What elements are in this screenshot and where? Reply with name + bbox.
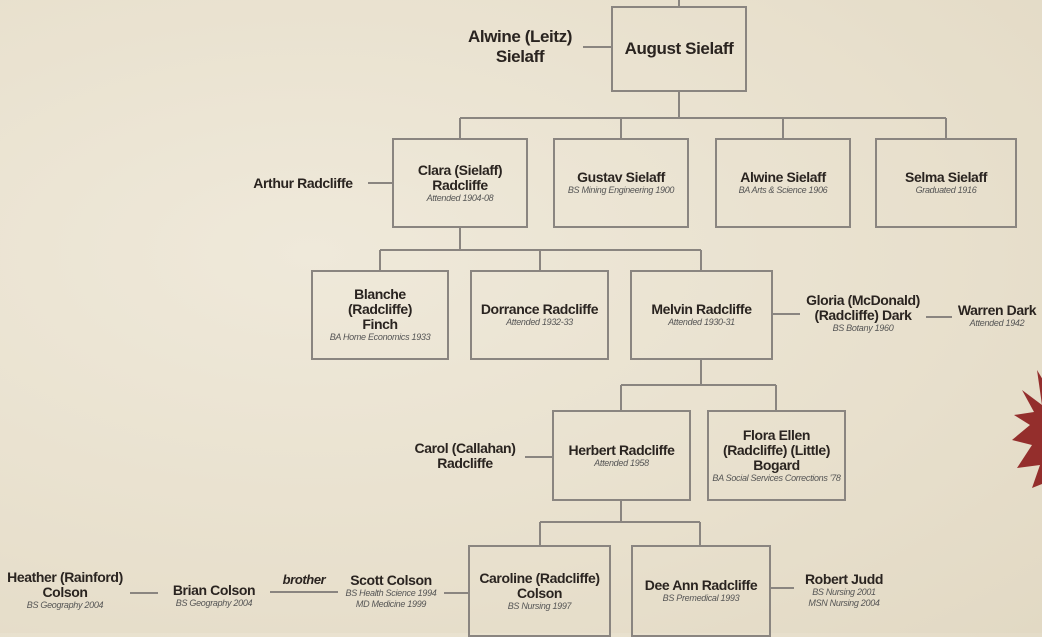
person-note: Attended 1932-33 xyxy=(506,317,573,327)
person-note: BS Premedical 1993 xyxy=(662,593,740,603)
person-box-clara-radcliffe: Clara (Sielaff) Radcliffe Attended 1904-… xyxy=(392,138,528,228)
person-name: Dorrance Radcliffe xyxy=(480,301,599,317)
relation-label-brother: brother xyxy=(270,572,338,587)
person-box-selma-sielaff: Selma Sielaff Graduated 1916 xyxy=(875,138,1017,228)
person-box-dorrance-radcliffe: Dorrance Radcliffe Attended 1932-33 xyxy=(470,270,609,360)
person-box-melvin-radcliffe: Melvin Radcliffe Attended 1930-31 xyxy=(630,270,773,360)
person-note: BS Nursing 1997 xyxy=(507,600,572,611)
person-name: Melvin Radcliffe xyxy=(651,301,752,317)
person-note: Attended 1942 xyxy=(969,318,1025,328)
person-name: Arthur Radcliffe xyxy=(253,175,353,191)
relation-label: brother xyxy=(282,572,326,587)
person-name: Warren Dark xyxy=(957,302,1037,318)
person-note: BS Geography 2004 xyxy=(175,598,253,608)
person-arthur-radcliffe: Arthur Radcliffe xyxy=(238,176,368,191)
person-note: Attended 1930-31 xyxy=(668,317,735,327)
person-robert-judd: Robert Judd BS Nursing 2001 MSN Nursing … xyxy=(794,572,894,609)
person-note: BS Botany 1960 xyxy=(832,323,894,333)
person-name: Alwine Sielaff xyxy=(740,169,826,185)
person-note: BS Mining Engineering 1900 xyxy=(567,185,675,195)
person-note: BS Nursing 2001 xyxy=(812,587,876,597)
person-name: Carol (Callahan) Radcliffe xyxy=(414,440,516,471)
person-box-flora-bogard: Flora Ellen (Radcliffe) (Little) Bogard … xyxy=(707,410,846,501)
person-heather-colson: Heather (Rainford) Colson BS Geography 2… xyxy=(0,570,130,611)
person-note: BS Geography 2004 xyxy=(26,600,104,610)
person-note: Attended 1904-08 xyxy=(426,192,494,203)
person-brian-colson: Brian Colson BS Geography 2004 xyxy=(158,583,270,609)
person-gloria-dark: Gloria (McDonald) (Radcliffe) Dark BS Bo… xyxy=(800,293,926,334)
person-name: Alwine (Leitz) Sielaff xyxy=(468,27,572,66)
person-name: Flora Ellen (Radcliffe) (Little) Bogard xyxy=(722,426,831,473)
person-box-august-sielaff: August Sielaff xyxy=(611,6,747,92)
person-note: BA Home Economics 1933 xyxy=(329,332,431,342)
person-box-caroline-colson: Caroline (Radcliffe) Colson BS Nursing 1… xyxy=(468,545,611,637)
person-box-blanche-finch: Blanche (Radcliffe) Finch BA Home Econom… xyxy=(311,270,449,360)
person-note: Graduated 1916 xyxy=(915,185,977,195)
person-name: Caroline (Radcliffe) Colson xyxy=(479,569,600,601)
person-scott-colson: Scott Colson BS Health Science 1994 MD M… xyxy=(338,573,444,610)
person-note: BA Social Services Corrections '78 xyxy=(712,472,841,483)
person-box-dee-ann-radcliffe: Dee Ann Radcliffe BS Premedical 1993 xyxy=(631,545,771,637)
person-carol-radcliffe: Carol (Callahan) Radcliffe xyxy=(405,441,525,471)
person-note: Attended 1958 xyxy=(594,457,649,468)
person-name: Selma Sielaff xyxy=(905,169,987,185)
person-name: Gustav Sielaff xyxy=(577,169,665,185)
person-note: MSN Nursing 2004 xyxy=(808,598,880,608)
maple-leaf-icon xyxy=(1012,370,1042,488)
person-name: Scott Colson xyxy=(350,572,432,588)
person-box-gustav-sielaff: Gustav Sielaff BS Mining Engineering 190… xyxy=(553,138,689,228)
person-name: August Sielaff xyxy=(624,39,734,58)
person-warren-dark: Warren Dark Attended 1942 xyxy=(952,303,1042,329)
person-box-alwine-sielaff: Alwine Sielaff BA Arts & Science 1906 xyxy=(715,138,851,228)
person-name: Herbert Radcliffe xyxy=(568,441,675,458)
person-box-herbert-radcliffe: Herbert Radcliffe Attended 1958 xyxy=(552,410,691,501)
person-name: Gloria (McDonald) (Radcliffe) Dark xyxy=(806,292,920,323)
person-name: Dee Ann Radcliffe xyxy=(644,577,758,593)
person-name: Clara (Sielaff) Radcliffe xyxy=(417,161,503,193)
person-name: Heather (Rainford) Colson xyxy=(7,569,123,600)
person-name: Robert Judd xyxy=(804,571,884,587)
person-note: BS Health Science 1994 xyxy=(345,588,437,598)
person-name: Blanche (Radcliffe) Finch xyxy=(347,286,413,332)
person-note: BA Arts & Science 1906 xyxy=(738,185,828,195)
person-alwine-leitz-sielaff: Alwine (Leitz) Sielaff xyxy=(455,27,585,67)
person-note: MD Medicine 1999 xyxy=(355,599,427,609)
person-name: Brian Colson xyxy=(172,582,256,598)
